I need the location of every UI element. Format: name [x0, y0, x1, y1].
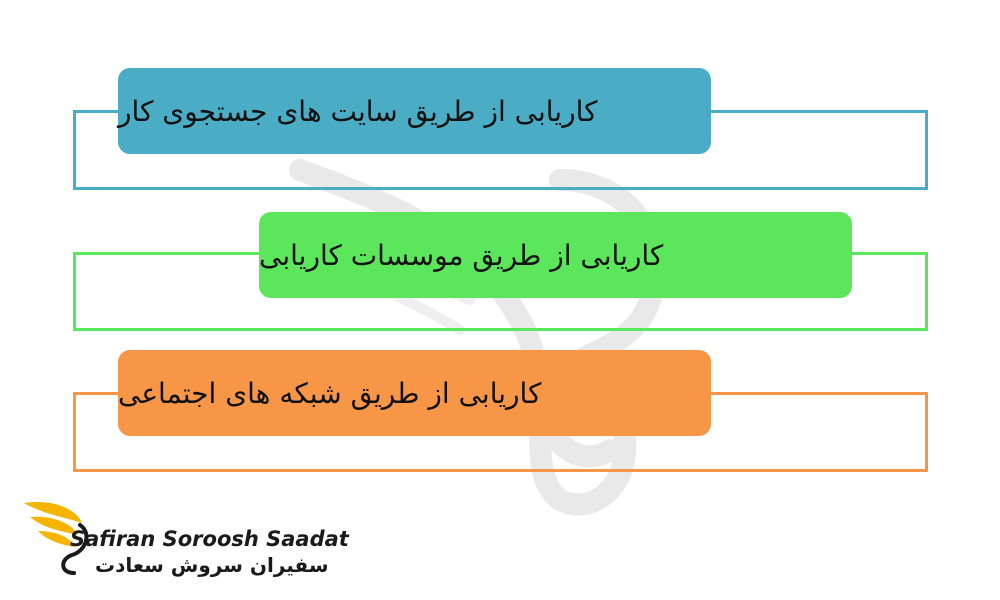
item-label-1: کاریابی از طریق سایت های جستجوی کار: [118, 94, 598, 128]
logo-name-en: Safiran Soroosh Saadat: [70, 527, 349, 551]
item-pill-2: کاریابی از طریق موسسات کاریابی: [259, 212, 852, 298]
logo-wing-icon: [24, 501, 89, 575]
item-label-2: کاریابی از طریق موسسات کاریابی: [259, 238, 664, 272]
item-pill-3: کاریابی از طریق شبکه های اجتماعی: [118, 350, 711, 436]
item-label-3: کاریابی از طریق شبکه های اجتماعی: [118, 376, 542, 410]
item-pill-1: کاریابی از طریق سایت های جستجوی کار: [118, 68, 711, 154]
logo-name-fa: سفیران سروش سعادت: [95, 553, 329, 577]
